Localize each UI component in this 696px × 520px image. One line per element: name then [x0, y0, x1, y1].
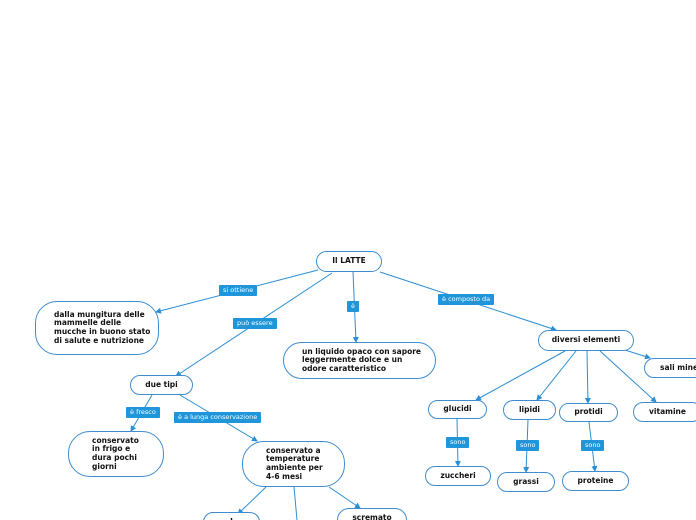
- node-root[interactable]: Il LATTE: [316, 251, 382, 272]
- node-carbs[interactable]: glucidi: [428, 400, 487, 419]
- node-origin[interactable]: dalla mungitura delle mammelle delle muc…: [35, 301, 159, 355]
- label-obtained: si ottiene: [219, 285, 258, 297]
- edge-elements-protids: [584, 350, 591, 404]
- edge-longlife-middle: [293, 486, 298, 520]
- node-definition[interactable]: un liquido opaco con sapore leggermente …: [283, 342, 436, 379]
- label-fresh: è fresco: [126, 407, 160, 419]
- edge-elements-vitamins: [599, 350, 657, 403]
- label-longlife: è a lunga conservazione: [174, 412, 262, 424]
- node-fresh[interactable]: conservato in frigo e dura pochi giorni: [68, 431, 164, 477]
- edge-longlife-skimmed: [328, 486, 361, 509]
- edge-longlife-partial: [237, 486, 267, 515]
- label-sono-protids: sono: [581, 440, 605, 452]
- node-fats[interactable]: grassi: [497, 472, 555, 492]
- node-sugars[interactable]: zuccheri: [425, 466, 491, 486]
- label-is: è: [347, 301, 359, 313]
- label-can-be: può essere: [233, 318, 277, 330]
- node-longlife[interactable]: conservato a temperature ambiente per 4-…: [242, 441, 345, 487]
- node-vitamins[interactable]: vitamine: [633, 402, 696, 422]
- node-lipids[interactable]: lipidi: [503, 400, 556, 420]
- node-types[interactable]: due tipi: [130, 375, 193, 395]
- label-sono-carbs: sono: [446, 437, 470, 449]
- node-partial[interactable]: I: [203, 512, 260, 520]
- label-composed: è composto da: [438, 294, 495, 306]
- node-proteins[interactable]: proteine: [562, 471, 629, 491]
- edge-elements-carbs: [475, 350, 566, 401]
- node-protids[interactable]: protidi: [559, 403, 618, 422]
- edge-elements-lipids: [536, 350, 577, 401]
- edge-elements-salts: [624, 349, 651, 360]
- node-elements[interactable]: diversi elementi: [538, 330, 634, 351]
- node-skimmed[interactable]: scremato: [337, 508, 407, 520]
- node-salts[interactable]: sali mine: [644, 358, 696, 378]
- label-sono-lipids: sono: [516, 440, 540, 452]
